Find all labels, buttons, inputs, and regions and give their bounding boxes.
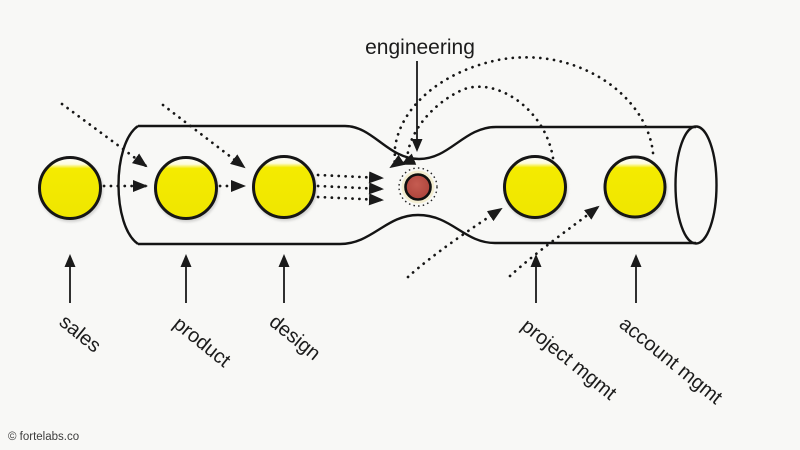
product-pointer-arrowhead bbox=[180, 254, 192, 267]
stage-circle-project-mgmt bbox=[503, 155, 567, 219]
arc-project-mgmt-to-engineering bbox=[400, 85, 555, 166]
arrow-engineering-to-account-mgmt bbox=[508, 205, 600, 278]
design-pointer-arrowhead bbox=[278, 254, 290, 267]
engineering-callout: engineering bbox=[365, 36, 475, 152]
stage-circle-design bbox=[252, 155, 316, 219]
engineering-pointer-arrowhead bbox=[411, 139, 423, 152]
flow-arrows bbox=[60, 55, 655, 279]
stage-circle-product bbox=[154, 156, 218, 220]
watermark: © fortelabs.co bbox=[8, 431, 79, 443]
stage-circle-account-mgmt bbox=[603, 155, 667, 219]
bottleneck-red-circle bbox=[404, 173, 432, 201]
sales-pointer-arrowhead bbox=[64, 254, 76, 267]
bottleneck-marker bbox=[398, 167, 438, 207]
engineering-label: engineering bbox=[365, 36, 475, 59]
tube-top-edge bbox=[138, 124, 696, 161]
bottleneck-dotted-halo bbox=[398, 167, 438, 207]
tube-right-endcap bbox=[674, 125, 718, 245]
arc-account-mgmt-to-engineering bbox=[389, 55, 655, 169]
stage-circles bbox=[38, 155, 667, 220]
account-mgmt-pointer-arrowhead bbox=[630, 254, 642, 267]
tube-bottom-edge bbox=[138, 213, 696, 246]
project-mgmt-pointer-arrowhead bbox=[530, 254, 542, 267]
stage-circle-sales bbox=[38, 156, 102, 220]
pipeline-tube bbox=[117, 124, 718, 246]
arrow-engineering-to-project-mgmt bbox=[406, 207, 503, 279]
